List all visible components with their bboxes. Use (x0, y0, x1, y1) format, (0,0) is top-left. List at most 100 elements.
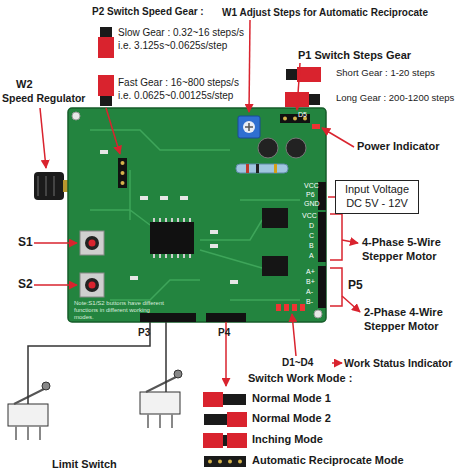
smd-part (160, 196, 168, 200)
pin-name: A+ (306, 268, 315, 276)
pin-header (206, 313, 246, 322)
leader-line (249, 20, 250, 112)
jumper-cap (227, 412, 247, 427)
silkscreen-label: D5 (298, 111, 307, 119)
jumper-label: P2 Switch Speed Gear : (92, 6, 204, 18)
part-name: D1~D4 (282, 357, 313, 369)
jumper-cap (203, 433, 223, 448)
wire (165, 322, 167, 392)
pcb-trace (90, 130, 300, 300)
switch-lever (146, 376, 178, 392)
leader-line (342, 240, 358, 243)
resistor (236, 164, 288, 173)
circuit-board (68, 108, 326, 322)
led (284, 304, 289, 311)
capacitor (286, 138, 306, 158)
header-pin (121, 171, 125, 175)
header-pin (121, 161, 125, 165)
part-name: S2 (18, 278, 33, 292)
pin-name: GND (304, 200, 320, 208)
mode-heading: Switch Work Mode : (248, 372, 352, 385)
smd-part (180, 196, 188, 200)
leader-line (342, 296, 360, 312)
smd-part (210, 230, 218, 234)
trimmer-screw (243, 121, 255, 133)
gear-spec: Long Gear : 200-1200 steps (336, 93, 454, 104)
trimmer-potentiometer (238, 116, 260, 138)
pin-name: D (309, 222, 314, 230)
part-label: Stepper Motor (364, 320, 439, 333)
pin-header (140, 313, 196, 322)
gear-spec: Fast Gear : 16~800 steps/s (118, 77, 239, 89)
header-pin (283, 117, 287, 121)
knob-grip (45, 176, 47, 196)
driver-chip (262, 256, 288, 276)
jumper-cap (98, 75, 114, 96)
mount-hole (314, 310, 322, 318)
part-label: Limit Switch (52, 458, 117, 471)
capacitor (258, 138, 278, 158)
button-cap (89, 282, 96, 289)
button-cap (85, 236, 99, 250)
driver-ic (150, 222, 194, 254)
motor-connector (318, 212, 326, 262)
jumper-label: P1 Switch Steps Gear (298, 49, 411, 62)
pin-name: C (309, 232, 314, 240)
smd-part (210, 244, 218, 248)
led (312, 124, 320, 129)
part-label: 4-Phase 5-Wire (362, 236, 441, 249)
bracket (330, 268, 342, 306)
leader-line (292, 314, 296, 356)
header-pin (293, 117, 297, 121)
gear-spec: Slow Gear : 0.32~16 steps/s (118, 27, 244, 39)
part-label: Power Indicator (357, 140, 440, 153)
pin-name: VCC (304, 182, 319, 190)
pin-name: VCC (302, 212, 317, 220)
mode-label: Normal Mode 2 (252, 412, 331, 425)
leader-lines (34, 20, 360, 386)
part-label: Stepper Motor (362, 250, 437, 263)
limit-switch (140, 392, 180, 414)
gear-spec: i.e. 3.125s~0.0625s/step (118, 40, 227, 52)
part-name: P4 (218, 327, 230, 339)
switch-roller (42, 382, 50, 390)
part-label: Speed Regulator (2, 92, 85, 104)
leader-line (40, 108, 46, 168)
switch-lever (14, 388, 46, 404)
pin-name: A (309, 252, 314, 260)
driver-chip (262, 208, 288, 228)
gear-spec: Short Gear : 1-20 steps (336, 68, 435, 79)
knob-grip (37, 176, 39, 196)
push-button (80, 273, 104, 297)
smd-part (100, 150, 108, 154)
switch-leg (16, 426, 40, 440)
header-pin (228, 460, 232, 464)
part-label: 2-Phase 4-Wire (364, 306, 443, 319)
leader-line (106, 108, 120, 154)
knob-grip (53, 176, 55, 196)
pin-name: P6 (306, 191, 315, 199)
push-button (80, 231, 104, 255)
leader-line (34, 242, 77, 244)
header-pin (218, 460, 222, 464)
pin-name: B- (306, 298, 313, 306)
pin-header (118, 158, 127, 188)
switch-leg (148, 414, 172, 428)
part-name: P3 (138, 327, 150, 339)
ic-pins (154, 218, 190, 258)
gear-spec: i.e. 0.0625~0.00125s/step (118, 90, 233, 102)
smd-part (230, 280, 238, 284)
mode-label: Normal Mode 1 (252, 392, 331, 405)
resistor-band (274, 164, 277, 173)
header-pin (121, 181, 125, 185)
jumper-icon (204, 456, 246, 467)
wire (28, 322, 150, 404)
led (292, 304, 297, 311)
led (300, 304, 305, 311)
leader-line (297, 63, 300, 110)
button-cap (85, 278, 99, 292)
leader-line (322, 128, 354, 147)
part-label: Work Status Indicator (344, 357, 452, 369)
jumper-cap (227, 433, 247, 448)
smd-part (130, 276, 138, 280)
